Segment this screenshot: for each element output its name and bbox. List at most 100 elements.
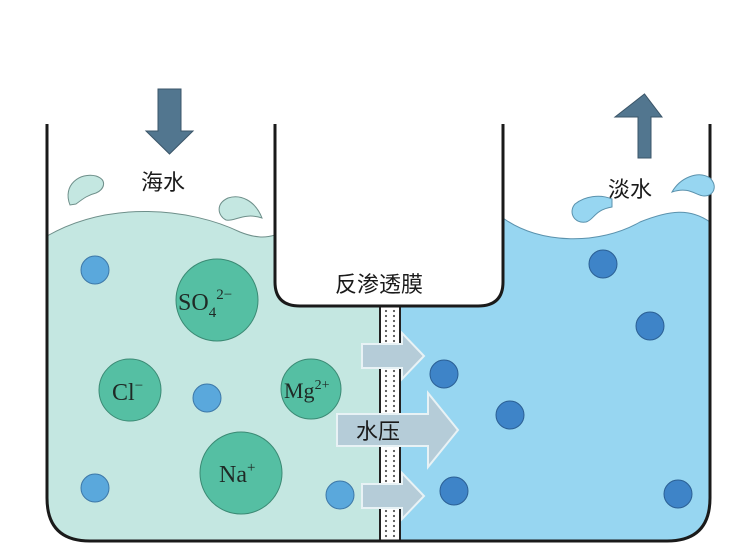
ion-sup: + [247, 460, 255, 476]
membrane-pore [392, 479, 396, 483]
ion-base: Mg [284, 378, 315, 403]
membrane-pore [392, 314, 396, 318]
water-molecule [325, 480, 355, 510]
membrane-pore [392, 514, 396, 518]
membrane-pore [392, 464, 396, 468]
membrane-pore [392, 384, 396, 388]
ion-sodium: Na+ [199, 431, 283, 515]
membrane-pore [392, 389, 396, 393]
membrane-pore [392, 404, 396, 408]
freshwater-label: 淡水 [608, 178, 652, 203]
water-molecule [439, 476, 469, 506]
membrane-pore [392, 369, 396, 373]
ion-base: SO [178, 290, 209, 316]
pressure-arrow-small [361, 330, 426, 382]
membrane-pore [384, 509, 388, 513]
membrane-pore [384, 524, 388, 528]
splash-droplet [67, 174, 104, 206]
membrane-pore [384, 394, 388, 398]
membrane-pore [392, 324, 396, 328]
membrane-pore [384, 319, 388, 323]
membrane-pore [392, 449, 396, 453]
membrane-pore [392, 339, 396, 343]
membrane-pore [392, 319, 396, 323]
splash-droplet [571, 195, 613, 223]
membrane-pore [384, 334, 388, 338]
membrane-pore [384, 469, 388, 473]
membrane-pore [384, 409, 388, 413]
membrane-pore [392, 334, 396, 338]
membrane-pore [384, 369, 388, 373]
water-molecule [635, 311, 665, 341]
down-arrow-icon [144, 88, 195, 155]
water-molecule [663, 479, 693, 509]
water-molecule [80, 255, 110, 285]
membrane-pore [384, 404, 388, 408]
water-molecule [429, 359, 459, 389]
membrane-pore [392, 519, 396, 523]
ion-base: Cl [112, 380, 135, 406]
svg-text:Na+: Na+ [219, 460, 255, 488]
membrane-pore [384, 459, 388, 463]
ion-sub: 4 [209, 305, 217, 321]
svg-text:SO42−: SO4 2− [178, 287, 232, 321]
membrane-pore [384, 474, 388, 478]
membrane-pore [384, 519, 388, 523]
splash-droplet [670, 174, 715, 197]
ion-sulfate: SO4 2− [175, 258, 259, 342]
ion-base: Na [219, 462, 247, 488]
membrane-pore [384, 464, 388, 468]
water-molecule [80, 473, 110, 503]
membrane-pore [392, 474, 396, 478]
membrane-pore [392, 409, 396, 413]
membrane-pore [392, 379, 396, 383]
membrane-pore [384, 399, 388, 403]
membrane-pore [392, 309, 396, 313]
membrane-pore [384, 339, 388, 343]
pressure-arrow-small [361, 470, 426, 522]
ion-magnesium: Mg2+ [280, 358, 342, 420]
membrane-pore [392, 394, 396, 398]
membrane-pore [384, 374, 388, 378]
membrane-pore [384, 384, 388, 388]
membrane-pore [384, 329, 388, 333]
water-pressure-label: 水压 [356, 420, 400, 445]
membrane-pore [384, 449, 388, 453]
membrane-pore [384, 389, 388, 393]
svg-text:Cl−: Cl− [112, 378, 143, 406]
membrane-pore [392, 374, 396, 378]
membrane-pore [384, 534, 388, 538]
membrane-pore [384, 529, 388, 533]
water-molecule [192, 383, 222, 413]
water-molecules-right [429, 249, 693, 509]
splash-droplet [218, 196, 263, 221]
water-molecule [495, 400, 525, 430]
membrane-pore [384, 479, 388, 483]
membrane-pore [384, 324, 388, 328]
container-outline [45, 124, 712, 543]
membrane-pore [392, 329, 396, 333]
membrane-holder [273, 124, 505, 308]
membrane-pore [384, 309, 388, 313]
ion-sup: 2+ [315, 378, 330, 393]
membrane-label: 反渗透膜 [335, 273, 423, 298]
up-arrow-icon [613, 93, 664, 159]
membrane-pore [392, 524, 396, 528]
membrane-pore [392, 534, 396, 538]
ion-chloride: Cl− [98, 358, 162, 422]
membrane-pore [392, 399, 396, 403]
svg-text:Mg2+: Mg2+ [284, 378, 330, 403]
membrane-pore [392, 459, 396, 463]
membrane-pore [384, 514, 388, 518]
ion-sup: − [135, 378, 143, 394]
water-molecule [588, 249, 618, 279]
seawater-label: 海水 [141, 171, 185, 196]
ion-sup: 2− [216, 287, 232, 303]
pressure-arrow-large [336, 390, 460, 470]
membrane-pore [392, 529, 396, 533]
membrane-pore [384, 314, 388, 318]
membrane-pore [384, 379, 388, 383]
membrane-pore [392, 469, 396, 473]
membrane-pore [384, 454, 388, 458]
